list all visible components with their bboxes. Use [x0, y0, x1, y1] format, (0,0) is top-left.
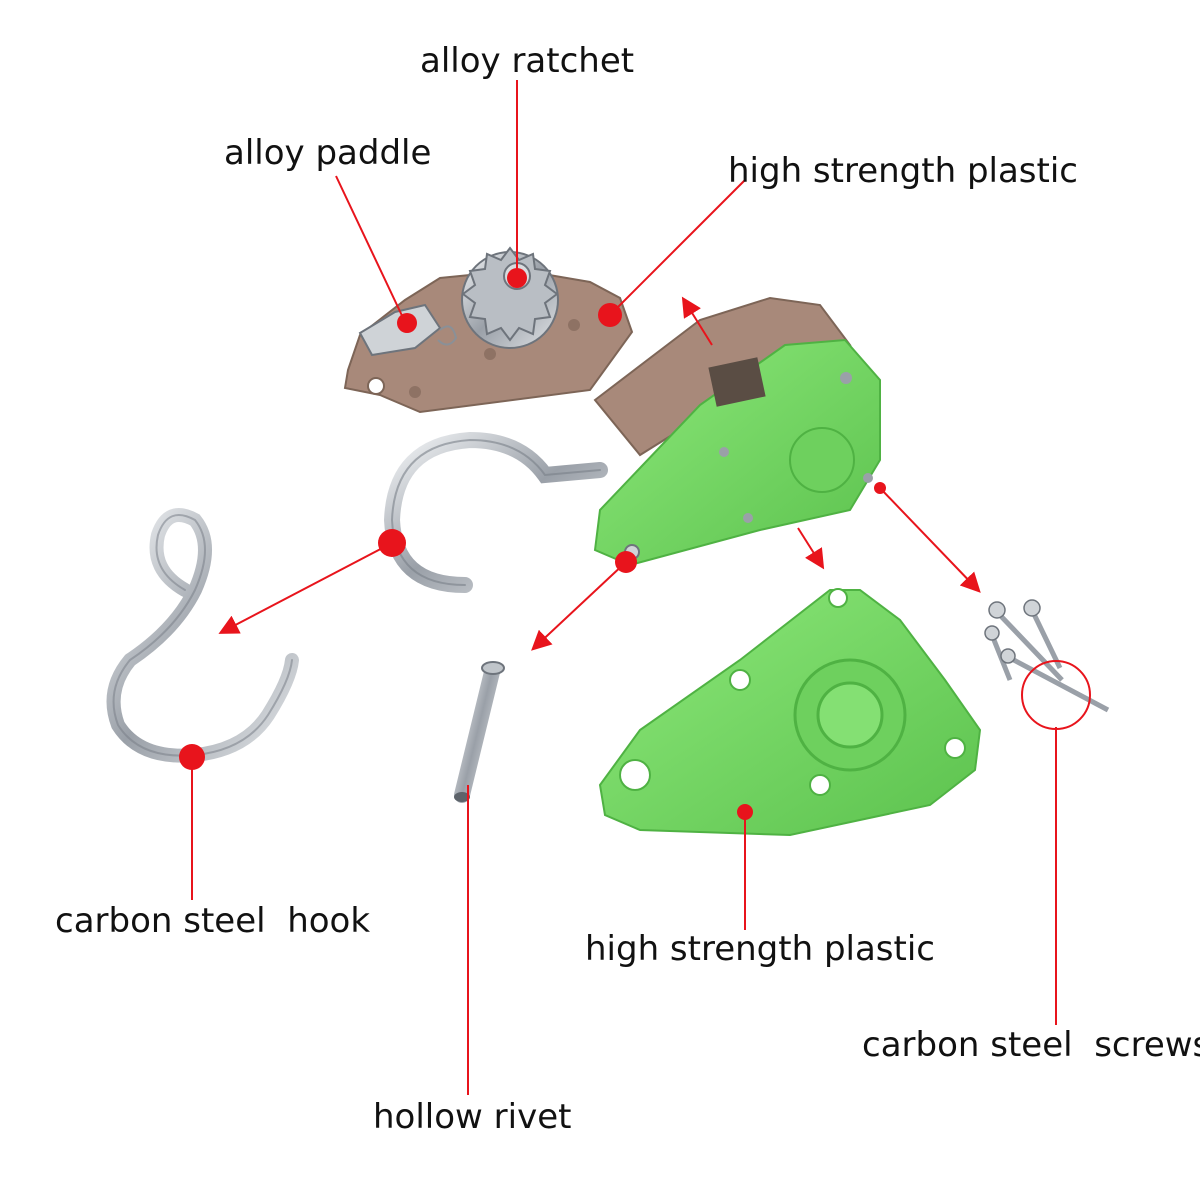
arrow-rivet — [531, 561, 627, 651]
ratchet-assembly — [343, 246, 634, 414]
callout-dots — [179, 268, 886, 820]
label-carbon-steel-screws: carbon steel screws — [862, 1025, 1200, 1065]
arrow-hook — [218, 542, 393, 634]
carbon-steel-screws — [984, 599, 1110, 713]
base-hole — [568, 319, 580, 331]
unit-screw — [840, 372, 852, 384]
dot-paddle — [397, 313, 417, 333]
unit-hook — [383, 431, 608, 593]
paddle-spring — [437, 325, 458, 346]
callout-lines — [191, 80, 1091, 1095]
hollow-rivet-part — [454, 661, 505, 803]
arrow-ratchet — [681, 296, 713, 346]
dot-hook — [179, 744, 205, 770]
base-hole — [367, 377, 385, 395]
dot-ratchet — [507, 268, 527, 288]
label-alloy-paddle: alloy paddle — [224, 133, 432, 173]
unit-window — [708, 357, 766, 407]
callout-line-plastic-top — [611, 179, 746, 314]
unit-boss — [789, 427, 855, 493]
unit-screw — [743, 513, 753, 523]
label-carbon-steel-hook: carbon steel hook — [55, 901, 371, 941]
dot-screw-source — [874, 482, 886, 494]
unit-screw — [719, 447, 729, 457]
dot-unit-hook — [378, 529, 406, 557]
dot-plastic-top — [598, 303, 622, 327]
arrow-screws — [879, 487, 981, 593]
dot-rivet-source — [615, 551, 637, 573]
label-high-strength-plastic-bottom: high strength plastic — [585, 929, 935, 969]
label-alloy-ratchet: alloy ratchet — [420, 41, 635, 81]
ratchet-gear — [461, 246, 559, 349]
arrow-base-plate — [797, 527, 825, 570]
label-hollow-rivet: hollow rivet — [373, 1097, 572, 1137]
base-hole — [409, 386, 421, 398]
unit-screw — [863, 473, 873, 483]
assembled-ratchet-unit — [383, 296, 881, 593]
base-hole — [484, 348, 496, 360]
callout-line-paddle — [335, 175, 406, 323]
screw-highlight-circle — [1021, 660, 1091, 730]
dot-plastic-bottom — [737, 804, 753, 820]
green-base-plate — [598, 588, 982, 837]
label-high-strength-plastic-top: high strength plastic — [728, 151, 1078, 191]
